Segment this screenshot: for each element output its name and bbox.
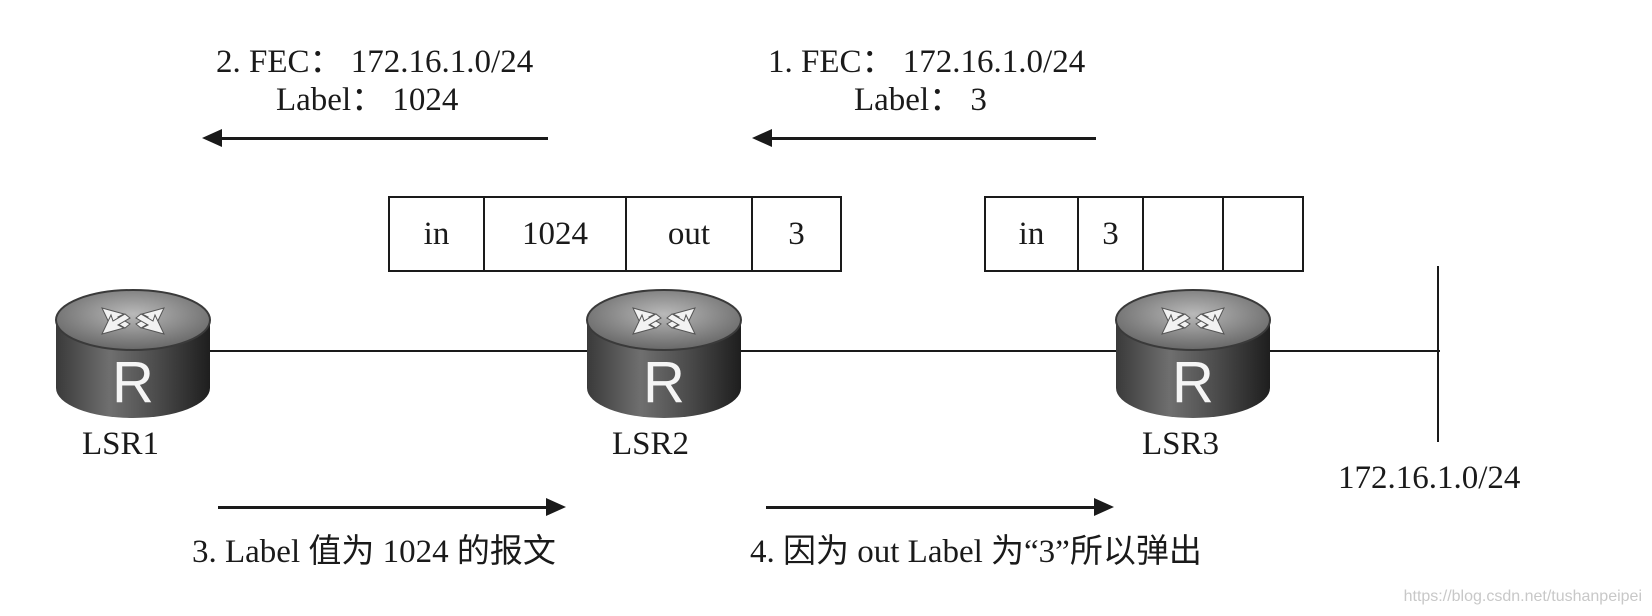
network-segment — [1437, 266, 1439, 442]
link-lsr3-network — [1260, 350, 1440, 352]
router-lsr2-icon: R — [583, 284, 745, 424]
fec1-line2: Label： 3 — [854, 82, 987, 118]
router-lsr3-glyph: R — [1172, 350, 1214, 415]
network-label: 172.16.1.0/24 — [1338, 460, 1521, 496]
lsr2-label-table: in 1024 out 3 — [388, 196, 842, 272]
lsr3-in-label: 3 — [1079, 198, 1144, 270]
router-lsr2-glyph: R — [643, 350, 685, 415]
packet-arrow-3 — [218, 498, 566, 516]
watermark: https://blog.csdn.net/tushanpeipei — [1403, 588, 1642, 605]
router-lsr2-label: LSR2 — [612, 426, 690, 462]
router-lsr1-icon: R — [52, 284, 214, 424]
lsr3-label-table: in 3 — [984, 196, 1304, 272]
router-lsr1-glyph: R — [112, 350, 154, 415]
lsr3-in-header: in — [986, 198, 1079, 270]
lsr3-out-label — [1224, 198, 1302, 270]
fec2-line2: Label： 1024 — [276, 82, 459, 118]
fec2-line1: 2. FEC： 172.16.1.0/24 — [216, 44, 534, 80]
router-lsr1-label: LSR1 — [82, 426, 160, 462]
link-lsr1-lsr2 — [200, 350, 600, 352]
label-mapping-arrow-2 — [202, 129, 548, 147]
lsr2-out-header: out — [627, 198, 753, 270]
label-mapping-arrow-1 — [752, 129, 1096, 147]
lsr3-out-header — [1144, 198, 1224, 270]
step4-text: 4. 因为 out Label 为“3”所以弹出 — [750, 534, 1202, 570]
fec1-line1: 1. FEC： 172.16.1.0/24 — [768, 44, 1086, 80]
lsr2-in-header: in — [390, 198, 485, 270]
step3-text: 3. Label 值为 1024 的报文 — [192, 534, 556, 570]
lsr2-out-label: 3 — [788, 215, 805, 252]
router-lsr3-icon: R — [1112, 284, 1274, 424]
link-lsr2-lsr3 — [730, 350, 1130, 352]
router-lsr3-label: LSR3 — [1142, 426, 1220, 462]
lsr2-in-label: 1024 — [485, 198, 627, 270]
packet-arrow-4 — [766, 498, 1114, 516]
